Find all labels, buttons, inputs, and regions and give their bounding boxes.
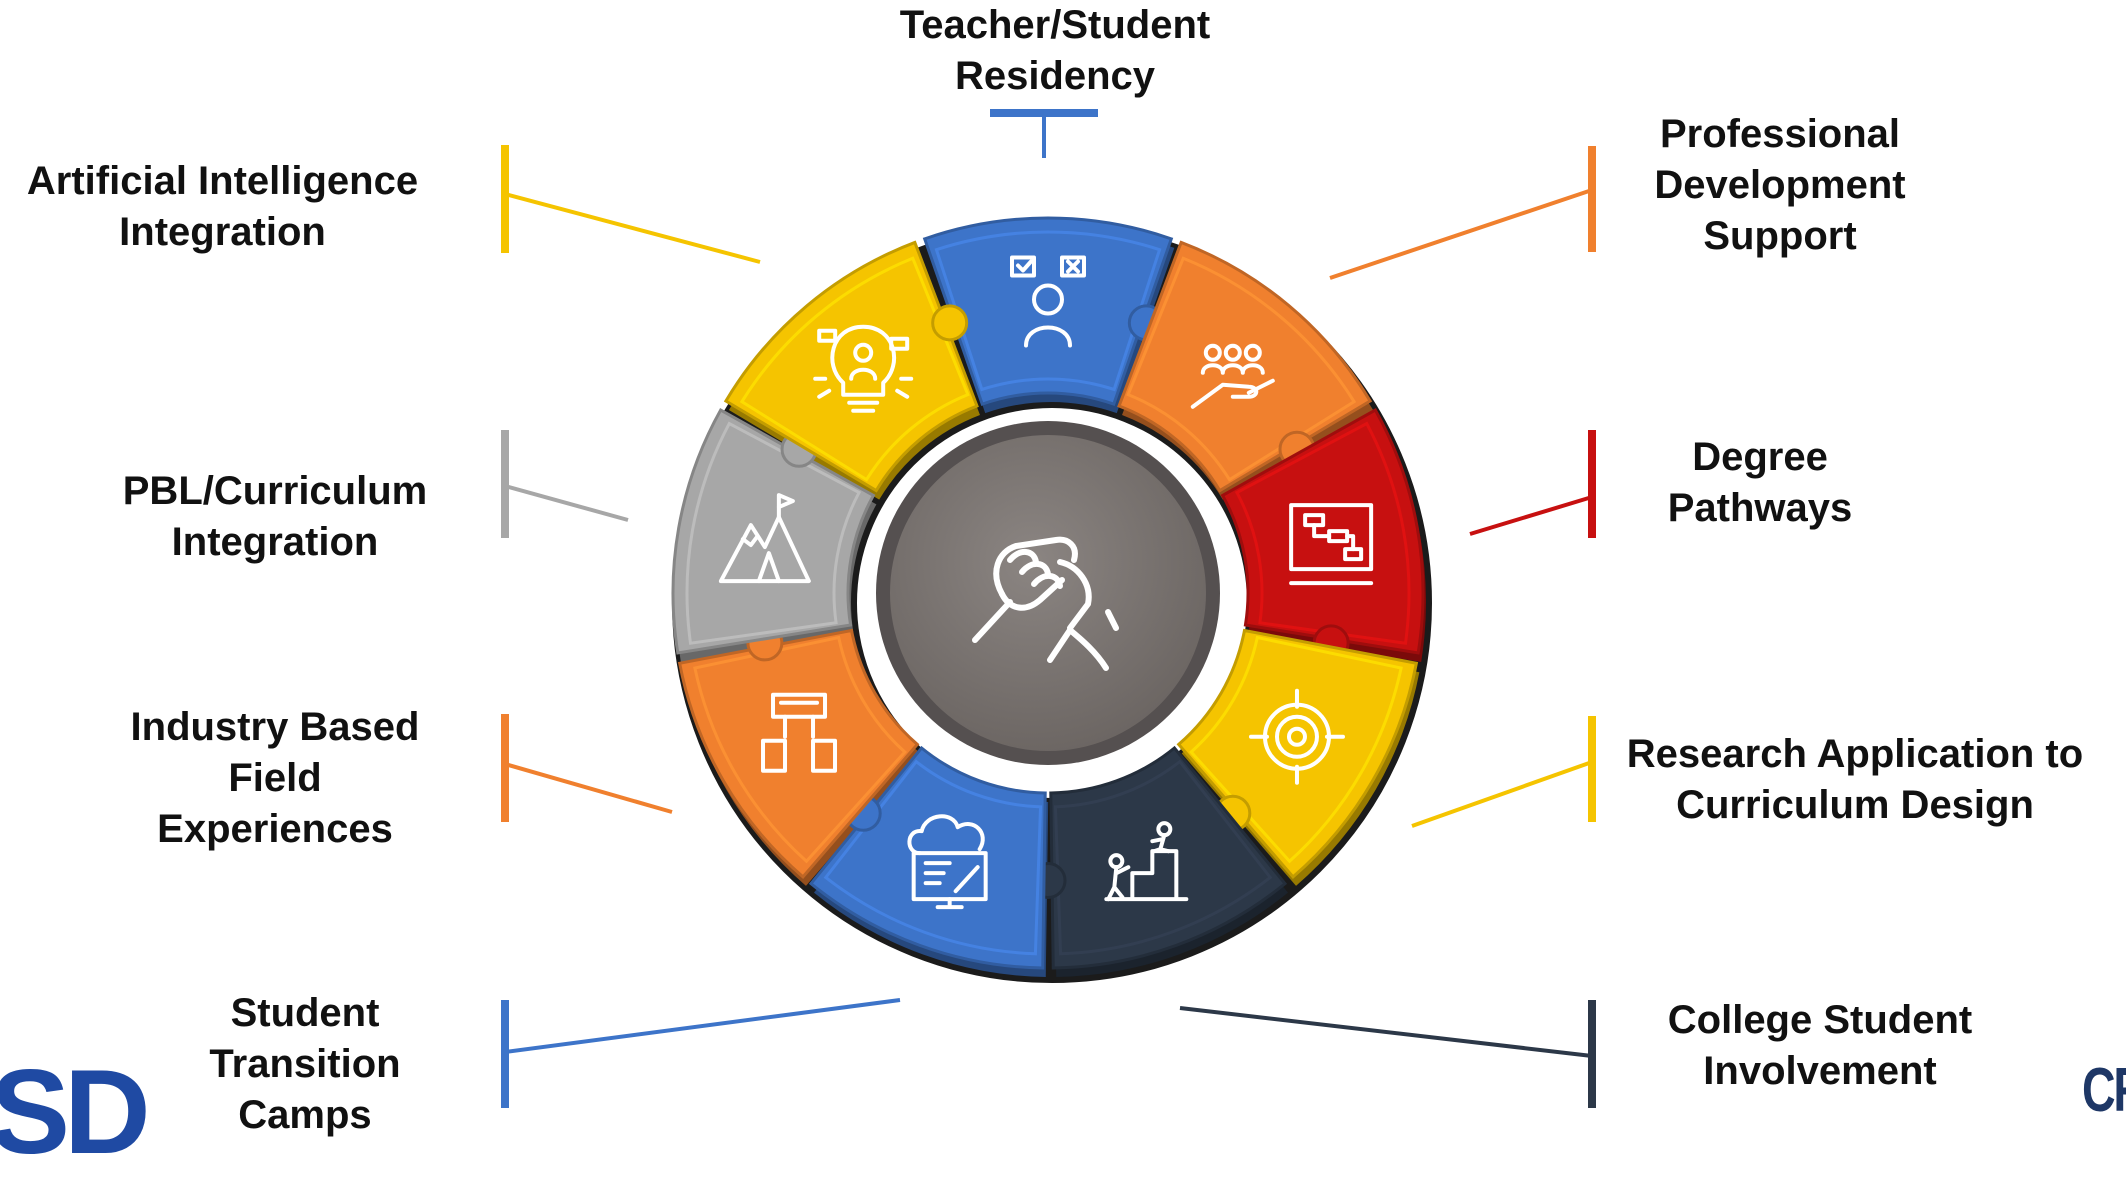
puzzle-piece-camps [808,745,1047,970]
puzzle-piece-bevel-professional [1126,256,1357,482]
puzzle-piece-college [1049,745,1288,970]
handshake-arm-wrestle-icon [972,536,1119,671]
flowchart-tablet-icon [1289,503,1374,586]
connector-line-research [1411,760,1593,828]
team-in-hand-icon [1190,343,1275,409]
puzzle-piece-bevel-college [1053,759,1273,956]
puzzle-piece-bevel-research [1189,635,1403,864]
connector-line-college [1179,1006,1593,1058]
connector-line-camps [504,998,901,1054]
label-student-transition-camps: Student Transition Camps [209,991,401,1137]
partner-logo: CR [2082,1056,2126,1125]
goal-sign-icon [761,692,838,773]
label-pbl-curriculum-integration: PBL/Curriculum Integration [122,469,428,564]
puzzle-piece-bevel-residency [934,230,1162,392]
label-artificial-intelligence-integration: Artificial Intelligence Integration [26,159,419,254]
label-professional-development-support: Professional Development Support [1654,112,1906,258]
person-lightbulb-icon [813,324,914,413]
puzzle-piece-bevel-industry [693,635,907,864]
district-logo: SD [0,1045,151,1179]
puzzle-piece-bevel-ai [739,256,970,482]
target-icon [1248,688,1345,785]
puzzle-piece-degree [1220,408,1425,655]
puzzle-piece-ai [723,240,979,493]
puzzle-piece-bevel-camps [823,759,1043,956]
connector-line-professional [1329,188,1593,280]
thinking-person-icon [1010,255,1086,348]
puzzle-knob-ai [931,304,969,342]
connector-line-pbl [504,484,629,522]
cloud-computer-icon [907,814,988,910]
label-college-student-involvement: College Student Involvement [1667,998,1973,1093]
connector-line-ai [504,192,761,264]
label-teacher-student-residency: Teacher/Student Residency [899,3,1211,98]
connector-line-industry [504,762,673,814]
puzzle-piece-bevel-pbl [685,421,862,645]
connector-line-degree [1469,495,1593,536]
climbing-steps-icon [1104,821,1189,902]
label-research-application: Research Application to Curriculum Desig… [1626,732,2084,827]
puzzle-ring-diagram [501,109,1596,1108]
label-degree-pathways: Degree Pathways [1667,435,1853,530]
puzzle-piece-residency [922,216,1174,407]
mountain-flag-icon [718,493,811,584]
label-industry-based-field-experiences: Industry Based Field Experiences [130,705,420,851]
puzzle-piece-bevel-degree [1234,421,1411,645]
